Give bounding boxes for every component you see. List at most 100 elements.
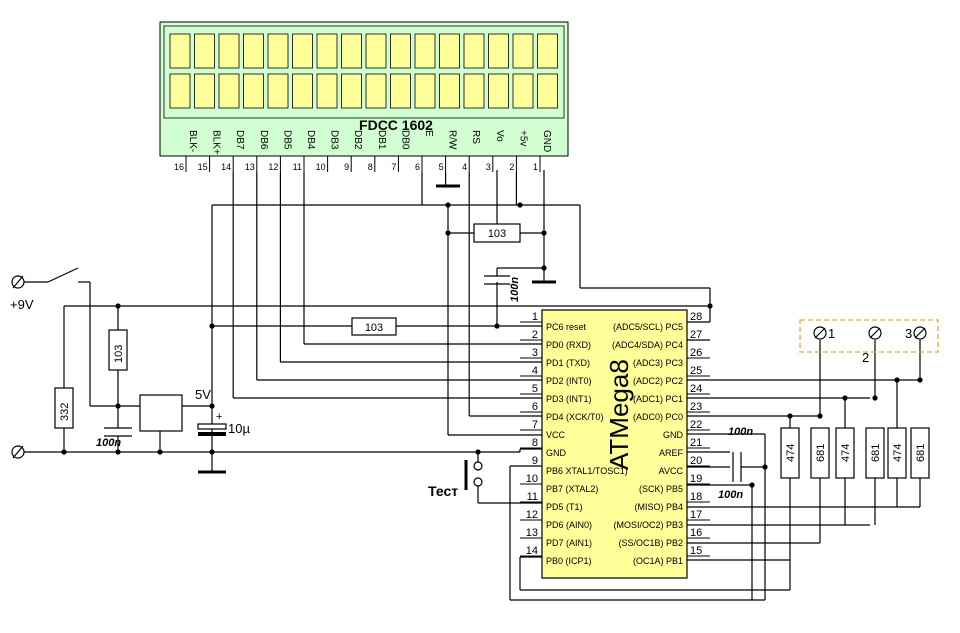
mcu-pin-label: PD3 (INT1) (546, 394, 592, 404)
junction-dot (762, 464, 768, 470)
res-681-a-label: 681 (815, 444, 827, 462)
mcu-pin-label: PD0 (RXD) (546, 340, 591, 350)
mcu-pin-number: 20 (690, 455, 702, 467)
lcd-pin-name: DB6 (258, 130, 269, 150)
lcd-cell (194, 73, 215, 109)
mcu-pin-label: PD1 (TXD) (546, 358, 590, 368)
mcu-pin-label: PD6 (AIN0) (546, 520, 592, 530)
lcd-pin-name: DB4 (305, 130, 316, 150)
res-103-vert (108, 329, 128, 371)
mcu-pin-label: (MISO) PB4 (634, 502, 683, 512)
lcd-pins: BLK-16BLK+15DB714DB613DB512DB411DB310DB2… (174, 130, 552, 172)
lcd-pin-number: 15 (198, 162, 208, 172)
pot-103-label: 103 (488, 228, 506, 240)
lcd-cell (169, 33, 191, 69)
lcd-pin-number: 6 (415, 162, 420, 172)
res-681-c-label: 681 (915, 444, 927, 462)
mcu-pin-number: 7 (532, 419, 538, 431)
lcd-cell (439, 73, 460, 109)
mcu-pin-number: 4 (532, 365, 538, 377)
lcd-cell (316, 33, 338, 69)
mcu-pin-label: PC6 reset (546, 322, 587, 332)
lcd-pin-number: 13 (245, 162, 255, 172)
mcu-pin-number: 14 (526, 545, 538, 557)
mcu-pin-number: 9 (532, 455, 538, 467)
lcd-cell (463, 73, 485, 109)
mcu-pin-number: 2 (532, 329, 538, 341)
mcu-pin-number: 5 (532, 383, 538, 395)
mcu-pin-label: PD7 (AIN1) (546, 538, 592, 548)
lcd-cell (463, 33, 485, 69)
res-332-label: 332 (59, 403, 71, 421)
mcu-pin-label: (ADC5/SCL) PC5 (613, 322, 683, 332)
components: 103 103 103 332 474 681 474 681 474 681 (10, 170, 930, 501)
mcu-pin-number: 26 (690, 347, 702, 359)
junction-dot (894, 377, 900, 383)
mcu-pin-label: PB0 (ICP1) (546, 556, 592, 566)
probe-slash-2 (869, 327, 881, 339)
junction-dot (115, 303, 121, 309)
supply-label: +9V (10, 297, 34, 312)
mcu-pin-number: 17 (690, 509, 702, 521)
junction-dot (115, 403, 121, 409)
junction-dot (842, 395, 848, 401)
ecap-plate-pos (197, 423, 227, 430)
lcd-pin-number: 16 (174, 162, 184, 172)
mcu-pin-number: 15 (690, 545, 702, 557)
lcd-cell (512, 73, 534, 109)
lcd-cell (243, 33, 264, 69)
res-474-c (887, 427, 907, 479)
mcu-pin-number: 13 (526, 527, 538, 539)
mcu-pin-number: 8 (532, 437, 538, 449)
junction-dot (157, 449, 163, 455)
lcd-cell (316, 73, 338, 109)
lcd-pin-number: 14 (221, 162, 231, 172)
mcu-pin-label: PD5 (T1) (546, 502, 583, 512)
mcu-pin-number: 25 (690, 365, 702, 377)
mcu-pin-number: 3 (532, 347, 538, 359)
mcu-pin-number: 12 (526, 509, 538, 521)
lcd-pin-number: 8 (368, 162, 373, 172)
mcu-pin-number: 18 (690, 491, 702, 503)
mcu-pin-number: 1 (532, 311, 538, 323)
lcd-cell (414, 73, 436, 109)
lcd-pin-name: DB2 (352, 130, 363, 150)
lcd-pin-name: DB1 (376, 130, 387, 150)
lcd-pin-name: Vo (494, 130, 505, 142)
res-103-vert-label: 103 (113, 345, 125, 363)
junction-dot (707, 303, 713, 309)
lcd-cell (439, 33, 460, 69)
mcu-pin-number: 22 (690, 419, 702, 431)
c100n-lcd-label: 100n (509, 277, 521, 302)
lcd-cell (341, 33, 362, 69)
junction-dot (445, 202, 451, 208)
lcd-pin-number: 9 (344, 162, 349, 172)
lcd-cell (341, 73, 362, 109)
junction-dot (517, 202, 523, 208)
gnd-terminal-slash (12, 445, 24, 459)
junction-dot (494, 323, 500, 329)
res-474-b-label: 474 (840, 444, 852, 462)
probe-label-1: 1 (828, 326, 835, 341)
mcu-pin-label: PD4 (XCK/T0) (546, 412, 604, 422)
junction-dot (817, 413, 823, 419)
lcd-pin-name: +5v (517, 130, 528, 146)
junction-dot (541, 230, 547, 236)
lcd-cells (169, 33, 558, 109)
ecap-label: 10µ (228, 421, 250, 436)
mcu-pin-label: PD2 (INT0) (546, 376, 592, 386)
lcd-cell (390, 73, 411, 109)
mcu-pin-label: GND (663, 430, 684, 440)
junction-dot (749, 482, 755, 488)
mcu-pin-label: AVCC (659, 466, 684, 476)
mcu-pin-number: 28 (690, 311, 702, 323)
mcu-pin-label: (ADC0) PC0 (633, 412, 683, 422)
mcu-pin-label: PB7 (XTAL2) (546, 484, 598, 494)
mcu-name: ATMega8 (604, 359, 634, 470)
res-103-reset (351, 317, 397, 336)
res-474-a (780, 427, 800, 479)
probe-label-3: 3 (905, 326, 912, 341)
mcu-pin-number: 6 (532, 401, 538, 413)
btn-contact-bot (473, 477, 483, 487)
mcu-pin-label: AREF (659, 448, 684, 458)
